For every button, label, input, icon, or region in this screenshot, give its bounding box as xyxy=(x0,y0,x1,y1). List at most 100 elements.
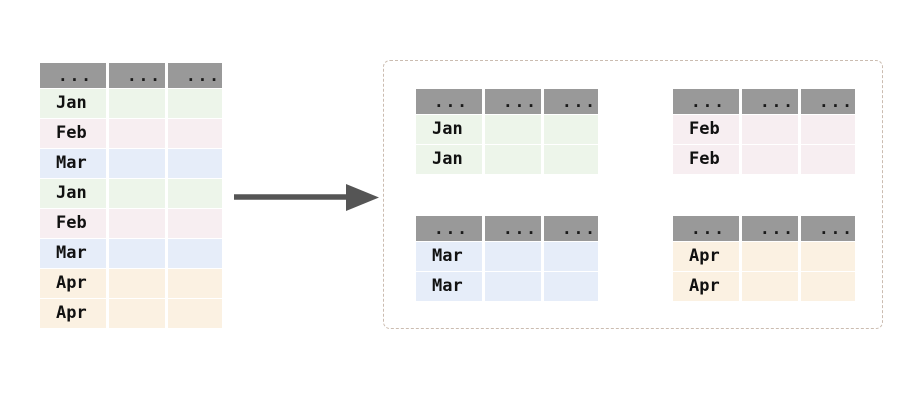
value-cell xyxy=(742,272,798,301)
column-header-1: ... xyxy=(416,216,482,241)
value-cell xyxy=(168,299,222,328)
group-jan-header: ... ... ... xyxy=(416,89,598,114)
group-table-jan: ... ... ... Jan Jan xyxy=(413,88,601,175)
source-table-body: Jan Feb Mar Jan Feb Mar xyxy=(40,89,222,328)
group-apr-header: ... ... ... xyxy=(673,216,855,241)
table-row: Apr xyxy=(673,242,855,271)
value-cell xyxy=(485,272,541,301)
group-apr-body: Apr Apr xyxy=(673,242,855,301)
value-cell xyxy=(168,179,222,208)
value-cell xyxy=(168,119,222,148)
month-cell: Mar xyxy=(416,242,482,271)
value-cell xyxy=(168,209,222,238)
table-row: Jan xyxy=(40,179,222,208)
column-header-3: ... xyxy=(544,216,598,241)
value-cell xyxy=(109,179,165,208)
month-cell: Apr xyxy=(673,242,739,271)
value-cell xyxy=(544,115,598,144)
group-mar-header: ... ... ... xyxy=(416,216,598,241)
month-cell: Jan xyxy=(40,89,106,118)
table-row: Mar xyxy=(40,149,222,178)
value-cell xyxy=(109,239,165,268)
column-header-2: ... xyxy=(742,216,798,241)
group-feb-header: ... ... ... xyxy=(673,89,855,114)
value-cell xyxy=(109,269,165,298)
value-cell xyxy=(742,145,798,174)
column-header-3: ... xyxy=(801,216,855,241)
column-header-3: ... xyxy=(544,89,598,114)
value-cell xyxy=(109,89,165,118)
value-cell xyxy=(742,115,798,144)
group-mar-body: Mar Mar xyxy=(416,242,598,301)
column-header-2: ... xyxy=(485,216,541,241)
table-row: Apr xyxy=(673,272,855,301)
table-row: Feb xyxy=(40,209,222,238)
month-cell: Jan xyxy=(416,115,482,144)
month-cell: Feb xyxy=(40,209,106,238)
table-row: Apr xyxy=(40,299,222,328)
group-table-feb: ... ... ... Feb Feb xyxy=(670,88,858,175)
month-cell: Mar xyxy=(40,149,106,178)
group-table-apr: ... ... ... Apr Apr xyxy=(670,215,858,302)
table-row: Mar xyxy=(40,239,222,268)
table-header-row: ... ... ... xyxy=(40,63,222,88)
value-cell xyxy=(109,209,165,238)
month-cell: Mar xyxy=(40,239,106,268)
value-cell xyxy=(109,119,165,148)
value-cell xyxy=(168,89,222,118)
table-header-row: ... ... ... xyxy=(673,89,855,114)
table-header-row: ... ... ... xyxy=(673,216,855,241)
table-row: Mar xyxy=(416,272,598,301)
value-cell xyxy=(168,239,222,268)
value-cell xyxy=(109,299,165,328)
table-header-row: ... ... ... xyxy=(416,89,598,114)
value-cell xyxy=(544,242,598,271)
group-jan-body: Jan Jan xyxy=(416,115,598,174)
value-cell xyxy=(485,242,541,271)
value-cell xyxy=(485,115,541,144)
column-header-1: ... xyxy=(673,216,739,241)
table-row: Mar xyxy=(416,242,598,271)
column-header-2: ... xyxy=(485,89,541,114)
month-cell: Jan xyxy=(416,145,482,174)
value-cell xyxy=(168,269,222,298)
table-row: Feb xyxy=(673,145,855,174)
table-row: Jan xyxy=(416,115,598,144)
table-row: Feb xyxy=(673,115,855,144)
source-table: ... ... ... Jan Feb Mar Jan Feb xyxy=(37,62,225,329)
group-feb-body: Feb Feb xyxy=(673,115,855,174)
table-row: Feb xyxy=(40,119,222,148)
column-header-3: ... xyxy=(801,89,855,114)
month-cell: Feb xyxy=(673,115,739,144)
table-row: Jan xyxy=(40,89,222,118)
column-header-2: ... xyxy=(742,89,798,114)
column-header-1: ... xyxy=(40,63,106,88)
table-row: Jan xyxy=(416,145,598,174)
value-cell xyxy=(109,149,165,178)
value-cell xyxy=(801,145,855,174)
month-cell: Jan xyxy=(40,179,106,208)
column-header-1: ... xyxy=(416,89,482,114)
table-row: Apr xyxy=(40,269,222,298)
month-cell: Feb xyxy=(40,119,106,148)
column-header-1: ... xyxy=(673,89,739,114)
column-header-3: ... xyxy=(168,63,222,88)
source-table-header: ... ... ... xyxy=(40,63,222,88)
grouped-tables-container xyxy=(383,60,883,329)
month-cell: Apr xyxy=(40,299,106,328)
value-cell xyxy=(168,149,222,178)
value-cell xyxy=(742,242,798,271)
value-cell xyxy=(801,242,855,271)
value-cell xyxy=(544,145,598,174)
month-cell: Feb xyxy=(673,145,739,174)
group-table-mar: ... ... ... Mar Mar xyxy=(413,215,601,302)
month-cell: Apr xyxy=(40,269,106,298)
value-cell xyxy=(801,272,855,301)
value-cell xyxy=(544,272,598,301)
value-cell xyxy=(485,145,541,174)
column-header-2: ... xyxy=(109,63,165,88)
table-header-row: ... ... ... xyxy=(416,216,598,241)
transformation-arrow-icon xyxy=(234,184,379,211)
value-cell xyxy=(801,115,855,144)
month-cell: Mar xyxy=(416,272,482,301)
